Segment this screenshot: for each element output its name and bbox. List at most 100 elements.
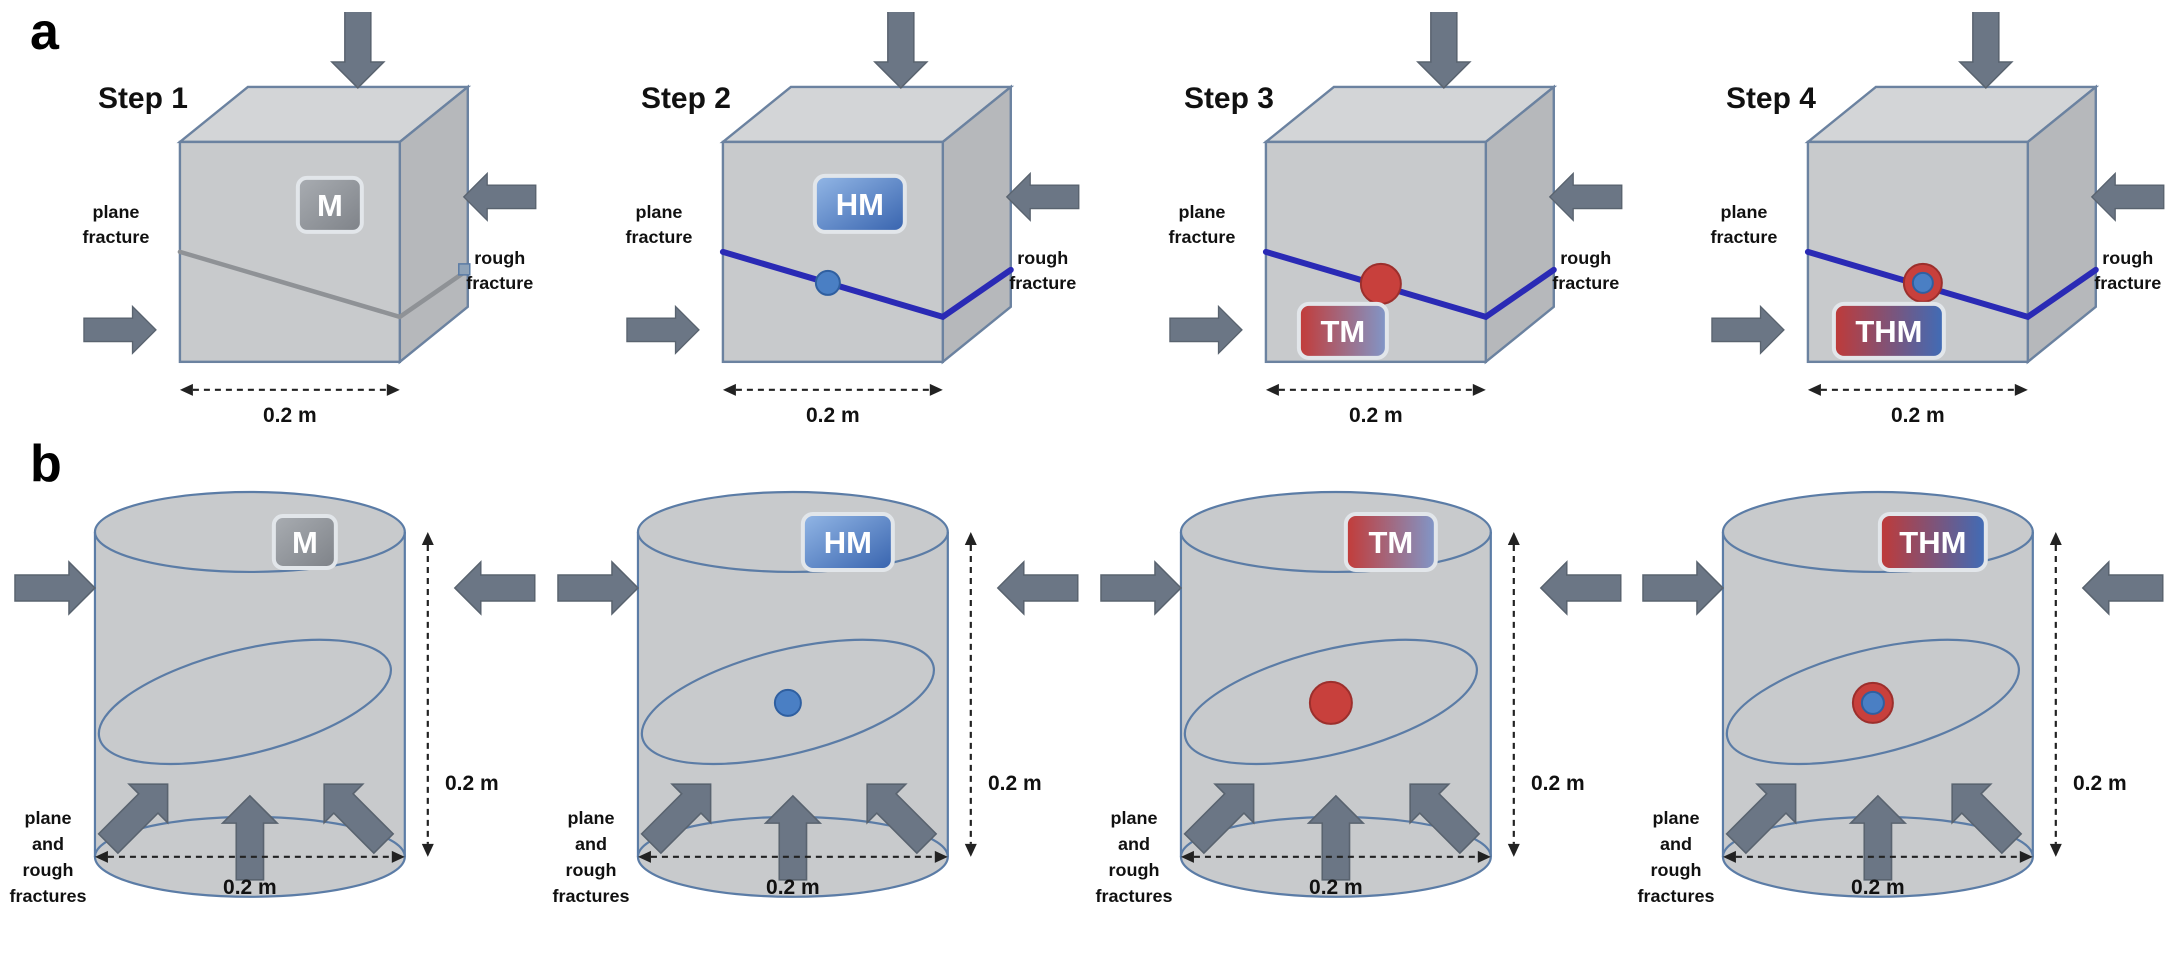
tm-badge: TM	[1343, 511, 1438, 572]
top-load-arrow-icon	[1416, 12, 1471, 89]
diameter-dimension-label: 0.2 m	[766, 876, 820, 899]
diameter-dimension: 0.2 m	[94, 850, 405, 899]
fracture-plane-ellipse	[97, 638, 393, 766]
step-title: Step 3	[1183, 82, 1273, 115]
left-load-arrow-icon	[1099, 561, 1182, 615]
fracture-line	[1805, 248, 2100, 321]
red-dot-marker	[1308, 680, 1353, 725]
height-dimension-label: 0.2 m	[988, 772, 1042, 795]
step-title: Step 4	[1726, 82, 1816, 115]
width-dimension: 0.2 m	[722, 383, 943, 427]
left-load-arrow-icon	[1642, 561, 1724, 615]
diameter-dimension: 0.2 m	[637, 850, 948, 899]
svg-text:THM: THM	[1900, 525, 1967, 560]
svg-text:TM: TM	[1368, 525, 1413, 560]
cylinder-top-cap	[636, 490, 949, 574]
right-load-arrow-icon	[2082, 561, 2164, 615]
hm-badge: HM	[800, 511, 895, 572]
right-load-arrow-icon	[454, 561, 536, 615]
right-load-arrow-icon	[1548, 172, 1622, 221]
height-dimension: 0.2 m	[1507, 531, 1584, 857]
panel-b-label: b	[30, 435, 62, 493]
tm-badge: TM	[1296, 301, 1389, 360]
blue-dot-marker	[814, 269, 841, 296]
cylinder-top-cap	[93, 490, 406, 574]
height-dimension: 0.2 m	[421, 531, 499, 857]
left-load-arrow-icon	[626, 305, 700, 354]
svg-text:M: M	[292, 525, 318, 560]
width-dimension-label: 0.2 m	[1891, 404, 1945, 427]
svg-text:HM: HM	[836, 187, 884, 222]
top-load-arrow-icon	[331, 12, 385, 89]
blue-dot-marker	[773, 688, 802, 717]
fracture-line	[177, 249, 471, 320]
red-dot-marker	[1359, 262, 1402, 305]
blue-dot-marker	[1861, 690, 1886, 715]
m-badge: M	[271, 513, 338, 570]
diameter-dimension-label: 0.2 m	[223, 876, 277, 899]
step-title: Step 1	[98, 82, 188, 115]
cube-front-face	[178, 140, 402, 364]
step-title: Step 2	[641, 82, 731, 115]
svg-text:TM: TM	[1320, 314, 1365, 349]
fracture-plane-ellipse	[1183, 638, 1478, 766]
rock-cube	[719, 84, 1014, 365]
height-dimension: 0.2 m	[2050, 531, 2127, 857]
right-load-arrow-icon	[1539, 561, 1622, 615]
fracture-line	[1262, 248, 1557, 321]
blue-dot-marker	[1912, 271, 1935, 294]
fracture-plane-ellipse	[640, 638, 935, 766]
diameter-dimension-label: 0.2 m	[1851, 876, 1905, 899]
left-load-arrow-icon	[1168, 305, 1243, 354]
height-dimension: 0.2 m	[964, 531, 1042, 857]
thm-badge: THM	[1832, 301, 1947, 360]
edge-marker	[458, 263, 471, 276]
fracture-plane-ellipse	[1726, 638, 2021, 766]
rock-cube	[176, 84, 472, 365]
right-load-arrow-icon	[2091, 172, 2165, 221]
left-load-arrow-icon	[14, 561, 96, 615]
svg-text:HM: HM	[824, 525, 872, 560]
svg-text:THM: THM	[1856, 314, 1923, 349]
left-load-arrow-icon	[556, 561, 639, 615]
hm-badge: HM	[812, 173, 907, 234]
thm-badge: THM	[1878, 511, 1989, 572]
top-load-arrow-icon	[873, 12, 928, 89]
right-load-arrow-icon	[1005, 172, 1080, 221]
width-dimension: 0.2 m	[179, 383, 400, 427]
cube-front-face	[721, 140, 944, 364]
diameter-dimension: 0.2 m	[1180, 850, 1491, 899]
right-load-arrow-icon	[463, 172, 537, 221]
fracture-line	[719, 248, 1014, 321]
width-dimension: 0.2 m	[1808, 383, 2029, 427]
diameter-dimension-label: 0.2 m	[1309, 876, 1363, 899]
svg-text:M: M	[317, 188, 343, 223]
height-dimension-label: 0.2 m	[445, 772, 499, 795]
m-badge: M	[295, 175, 364, 234]
width-dimension: 0.2 m	[1265, 383, 1486, 427]
height-dimension-label: 0.2 m	[1530, 772, 1584, 795]
right-load-arrow-icon	[996, 561, 1079, 615]
left-load-arrow-icon	[83, 305, 157, 354]
